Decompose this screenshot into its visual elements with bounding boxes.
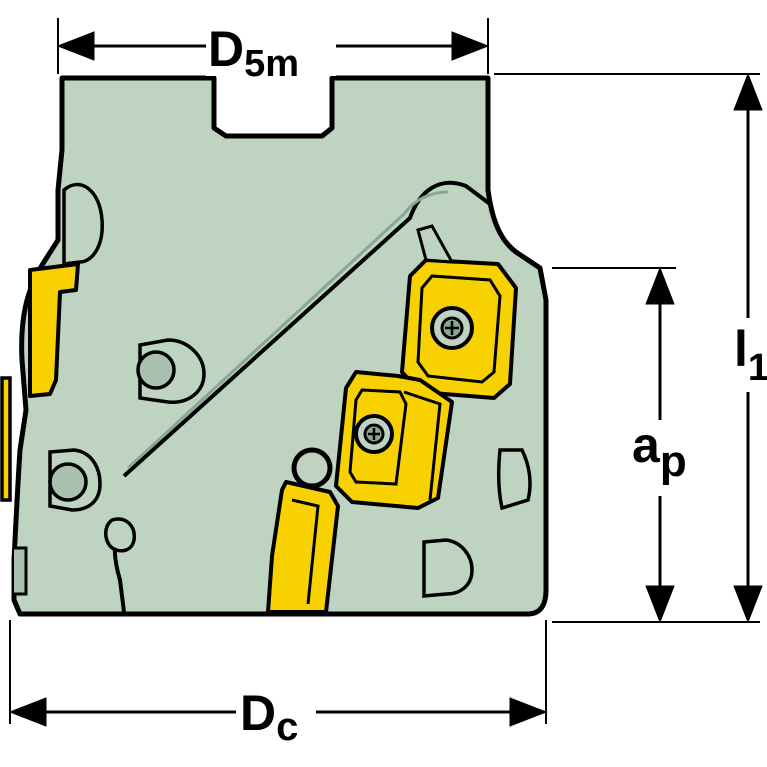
insert-left <box>28 262 80 398</box>
l1-label: l1 <box>734 321 767 389</box>
insert-top <box>400 224 518 400</box>
ap-label-main: a <box>632 417 661 473</box>
coolant-hole <box>496 448 532 511</box>
dc-label-main: D <box>240 685 276 741</box>
insert-top-wedge <box>416 224 455 264</box>
left-chip-pocket <box>62 182 104 266</box>
torx-screw-icon <box>430 306 474 350</box>
insert-bottom <box>266 480 340 614</box>
insert-middle-body <box>334 370 454 510</box>
l1-label-sub: 1 <box>748 347 767 389</box>
coolant-hole-inner <box>136 350 176 390</box>
l1-label-bg <box>732 318 767 392</box>
ap-arrow-top <box>645 266 675 305</box>
l1-label-main: l <box>734 321 748 377</box>
insert-middle-side <box>403 390 442 501</box>
coolant-holes <box>48 338 532 598</box>
d5m-label-bg <box>206 20 336 76</box>
d5m-label-main: D <box>208 21 244 77</box>
coolant-hole-inner <box>48 462 88 502</box>
insert-middle <box>334 370 454 510</box>
dc-label-sub: c <box>276 705 298 749</box>
d5m-label: D5m <box>208 21 299 85</box>
dc-arrow-left <box>8 697 47 727</box>
ap-label-sub: p <box>660 437 687 486</box>
coolant-hole <box>422 538 474 598</box>
ap-label: ap <box>632 417 687 486</box>
d5m-arrow-right <box>451 31 490 61</box>
ap-label-bg <box>628 420 708 496</box>
l1-arrow-top <box>733 72 763 111</box>
coolant-hole <box>104 517 136 553</box>
insert-left-edge <box>0 376 12 502</box>
inserts <box>0 224 518 614</box>
d5m-arrow-left <box>56 31 95 61</box>
flute-shadow <box>126 190 449 470</box>
insert-bottom-facet <box>291 498 320 605</box>
insert-middle-facet <box>348 388 408 486</box>
insert-top-facet <box>416 274 502 384</box>
left-edge-step <box>14 546 28 596</box>
dc-label-bg <box>236 680 316 750</box>
torx-screw-icon <box>354 414 394 454</box>
ap-arrow-bottom <box>645 585 675 624</box>
dc-label: Dc <box>240 685 298 749</box>
l1-arrow-bottom <box>733 585 763 624</box>
d5m-label-sub: 5m <box>244 43 299 85</box>
dc-arrow-right <box>509 697 548 727</box>
coolant-hole-ring <box>291 447 333 489</box>
